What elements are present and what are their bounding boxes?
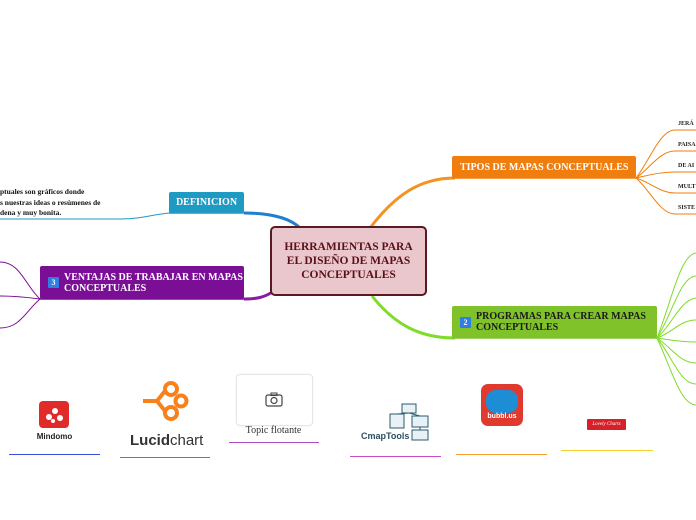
connector-programas xyxy=(370,295,456,340)
floating-topic-placeholder[interactable] xyxy=(236,374,313,426)
floating-topic-cmaptools[interactable]: CmapTools xyxy=(350,400,441,458)
subtopic-tipos-2[interactable]: PAISA xyxy=(678,142,696,148)
lucidchart-wordmark-bold: Lucid xyxy=(130,432,170,449)
subtopic-tipos-1[interactable]: JERÁ xyxy=(678,121,694,127)
tipos-sub-connectors xyxy=(635,129,696,215)
topic-ventajas-label: VENTAJAS DE TRABAJAR EN MAPAS CONCEPTUAL… xyxy=(64,271,243,294)
definicion-text[interactable]: ptuales son gráficos donde s nuestras id… xyxy=(0,187,120,219)
mindomo-underline xyxy=(9,454,100,455)
floating-topic-lovely-charts[interactable]: Lovely Charts xyxy=(561,414,653,452)
number-badge: 2 xyxy=(460,316,471,328)
lovely-charts-wordmark: Lovely Charts xyxy=(592,422,621,427)
connector-definicion xyxy=(243,211,302,230)
bubblus-wordmark: bubbl.us xyxy=(487,413,517,420)
floating-topic-underline xyxy=(229,442,319,443)
cmaptools-underline xyxy=(350,456,441,457)
ventajas-sub-connectors xyxy=(0,261,41,329)
bubblus-underline xyxy=(456,454,547,455)
number-badge: 3 xyxy=(48,277,59,288)
floating-topic-bubblus[interactable]: bubbl.us xyxy=(456,382,547,456)
central-topic[interactable]: HERRAMIENTAS PARA EL DISEÑO DE MAPAS CON… xyxy=(270,226,427,296)
lucidchart-wordmark-light: chart xyxy=(170,432,204,449)
lucidchart-wordmark: Lucidchart xyxy=(130,432,212,449)
bubblus-logo-icon: bubbl.us xyxy=(481,384,523,426)
topic-definicion[interactable]: DEFINICION xyxy=(169,192,244,213)
cmaptools-wordmark: CmapTools xyxy=(361,431,410,441)
lucidchart-logo-icon xyxy=(143,381,189,421)
floating-topic-label[interactable]: Topic flotante xyxy=(245,425,302,436)
topic-definicion-label: DEFINICION xyxy=(175,197,238,208)
subtopic-tipos-4[interactable]: MULT xyxy=(678,184,696,190)
central-topic-label: HERRAMIENTAS PARA EL DISEÑO DE MAPAS CON… xyxy=(284,241,413,281)
mindomo-logo-icon xyxy=(39,401,69,428)
subtopic-tipos-5[interactable]: SISTE xyxy=(678,205,696,211)
cmaptools-logo-icon xyxy=(389,403,429,441)
mindomo-wordmark: Mindomo xyxy=(36,432,73,441)
subtopic-tipos-3[interactable]: DE AI xyxy=(678,163,695,169)
floating-topic-lucidchart[interactable]: Lucidchart xyxy=(120,378,212,460)
topic-ventajas[interactable]: 3 VENTAJAS DE TRABAJAR EN MAPAS CONCEPTU… xyxy=(40,266,244,299)
lovely-charts-underline xyxy=(561,450,653,451)
camera-icon xyxy=(265,392,283,407)
definicion-line-3: dena y muy bonita. xyxy=(0,208,62,217)
definicion-line-2: s nuestras ideas o resúmenes de xyxy=(0,197,101,207)
topic-tipos-de-mapas[interactable]: TIPOS DE MAPAS CONCEPTUALES xyxy=(452,156,636,178)
programas-sub-connectors xyxy=(656,252,696,406)
connector-tipos xyxy=(368,176,456,229)
lovely-charts-logo-icon: Lovely Charts xyxy=(587,419,626,430)
topic-tipos-label: TIPOS DE MAPAS CONCEPTUALES xyxy=(460,161,629,173)
topic-programas[interactable]: 2 PROGRAMAS PARA CREAR MAPAS CONCEPTUALE… xyxy=(452,306,657,338)
topic-programas-label: PROGRAMAS PARA CREAR MAPAS CONCEPTUALES xyxy=(476,311,646,333)
definicion-line-1: ptuales son gráficos donde xyxy=(0,187,85,196)
lucidchart-underline xyxy=(120,457,210,458)
floating-topic-mindomo[interactable]: Mindomo xyxy=(9,398,100,456)
